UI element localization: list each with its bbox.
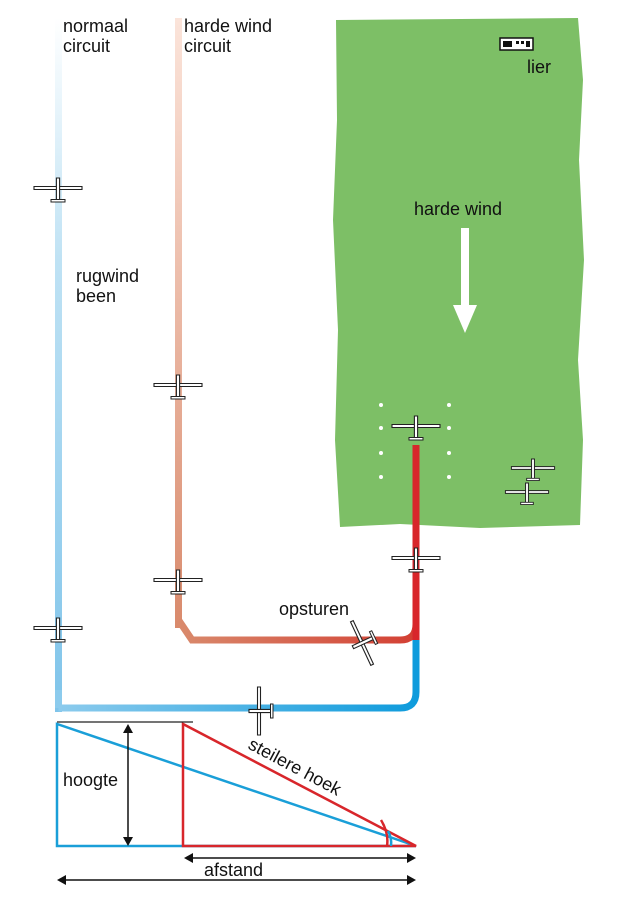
field-marker-icon bbox=[447, 451, 451, 455]
field-marker-icon bbox=[379, 475, 383, 479]
field-marker-icon bbox=[447, 426, 451, 430]
normal-circuit-path bbox=[55, 18, 420, 712]
steep-angle-arc bbox=[379, 819, 389, 847]
glider-icon bbox=[33, 177, 83, 203]
glider-icon bbox=[248, 686, 274, 736]
winch-label: lier bbox=[527, 57, 552, 77]
height-label: hoogte bbox=[63, 770, 119, 790]
wind-arrow-icon bbox=[453, 228, 477, 333]
normal-circuit-label: normaal circuit bbox=[63, 16, 129, 56]
field-marker-icon bbox=[379, 403, 383, 407]
glider-icon bbox=[391, 547, 441, 573]
field-marker-icon bbox=[379, 451, 383, 455]
winch-icon bbox=[499, 37, 534, 51]
normal-angle-arc bbox=[386, 830, 393, 847]
distance-label: afstand bbox=[204, 860, 264, 880]
field-markers bbox=[379, 403, 451, 479]
downwind-leg-label: rugwind been bbox=[76, 266, 140, 306]
airfield bbox=[333, 18, 584, 528]
wind-label: harde wind bbox=[414, 199, 503, 219]
steeper-angle-label: steilere hoek bbox=[245, 734, 345, 800]
field-marker-icon bbox=[447, 475, 451, 479]
strong-wind-circuit-path bbox=[175, 18, 420, 644]
field-marker-icon bbox=[379, 426, 383, 430]
glider-icon bbox=[153, 374, 203, 400]
field-marker-icon bbox=[447, 403, 451, 407]
glider-icon bbox=[33, 617, 83, 643]
steep-triangle bbox=[181, 721, 417, 848]
steer-in-label: opsturen bbox=[279, 599, 350, 619]
strong-wind-circuit-label: harde wind circuit bbox=[184, 16, 273, 56]
glider-icon bbox=[153, 569, 203, 595]
